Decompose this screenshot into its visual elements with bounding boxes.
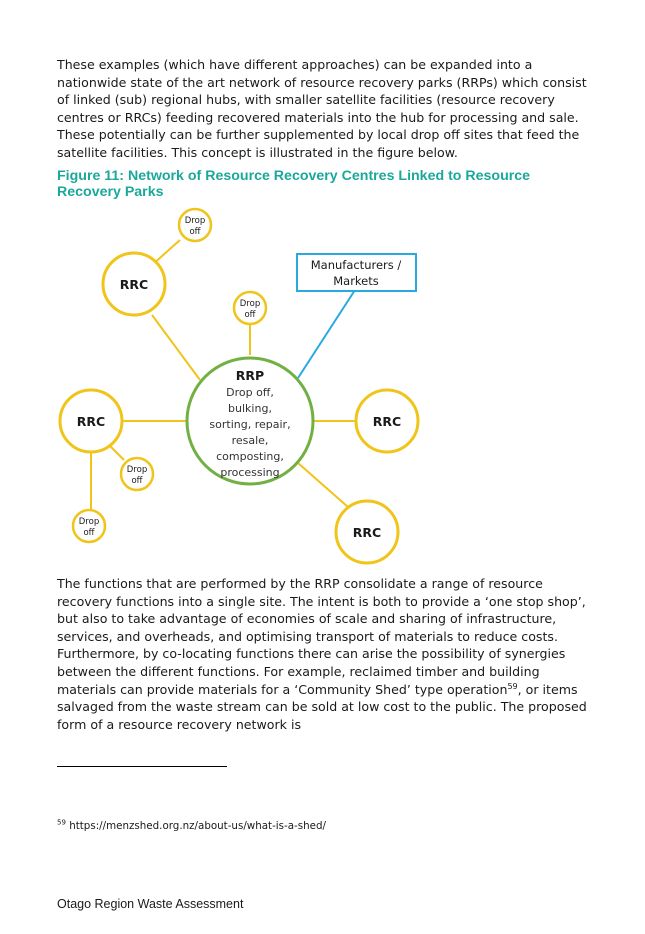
dropoff-label-line1: Drop: [240, 299, 260, 309]
rrc-node-topleft: RRC: [101, 251, 167, 317]
dropoff-label-line2: off: [131, 476, 143, 486]
dropoff-label-line1: Drop: [127, 465, 147, 475]
hub-line-5: composting,: [216, 450, 284, 463]
footnote-number: 59: [57, 818, 66, 827]
rrp-hub-node: RRP Drop off, bulking, sorting, repair, …: [185, 356, 315, 486]
intro-paragraph: These examples (which have different app…: [57, 57, 587, 160]
dropoff-label-line2: off: [189, 227, 201, 237]
footnote: 59 https://menzshed.org.nz/about-us/what…: [57, 818, 326, 832]
rrc-label: RRC: [353, 525, 381, 540]
page-footer: Otago Region Waste Assessment: [57, 897, 244, 911]
rrc-label: RRC: [120, 277, 148, 292]
body-text-part2: , or items salvaged from the waste strea…: [57, 681, 587, 732]
line-rrc-topleft-to-hub: [151, 314, 201, 381]
body-text-part1: The functions that are performed by the …: [57, 576, 586, 697]
figure-caption: Figure 11: Network of Resource Recovery …: [57, 168, 531, 200]
rrc-node-right: RRC: [354, 388, 420, 454]
hub-line-1: Drop off,: [226, 386, 274, 399]
dropoff-label-line1: Drop: [79, 517, 99, 527]
dropoff-label-line1: Drop: [185, 216, 205, 226]
rrc-node-left: RRC: [58, 388, 124, 454]
line-rrc-left-to-dropoff-mid: [109, 445, 125, 461]
markets-label-line1: Manufacturers /: [311, 258, 402, 272]
hub-line-4: resale,: [232, 434, 269, 447]
dropoff-node-bottom: Drop off: [71, 508, 107, 544]
dropoff-node-top: Drop off: [177, 207, 213, 243]
dropoff-label-line2: off: [83, 528, 95, 538]
footnote-reference[interactable]: 59: [507, 681, 518, 691]
hub-line-3: sorting, repair,: [209, 418, 290, 431]
dropoff-node-hub-top: Drop off: [232, 290, 268, 326]
manufacturers-markets-box: Manufacturers / Markets: [296, 253, 417, 292]
markets-label-line2: Markets: [333, 274, 379, 288]
footnote-link[interactable]: https://menzshed.org.nz/about-us/what-is…: [69, 820, 326, 832]
line-hub-to-markets: [297, 289, 356, 379]
rrc-node-bottomright: RRC: [334, 499, 400, 565]
dropoff-label-line2: off: [244, 310, 256, 320]
dropoff-node-mid: Drop off: [119, 456, 155, 492]
hub-line-2: bulking,: [228, 402, 272, 415]
line-hub-to-rrc-bottomright: [297, 462, 349, 508]
hub-title: RRP: [236, 368, 264, 383]
body-paragraph: The functions that are performed by the …: [57, 575, 597, 733]
network-diagram: RRC RRC RRC RRC Drop off Drop off Drop o…: [58, 207, 420, 565]
hub-line-6: processing: [220, 466, 279, 479]
rrc-label: RRC: [77, 414, 105, 429]
rrc-label: RRC: [373, 414, 401, 429]
footnote-divider: [57, 766, 227, 767]
